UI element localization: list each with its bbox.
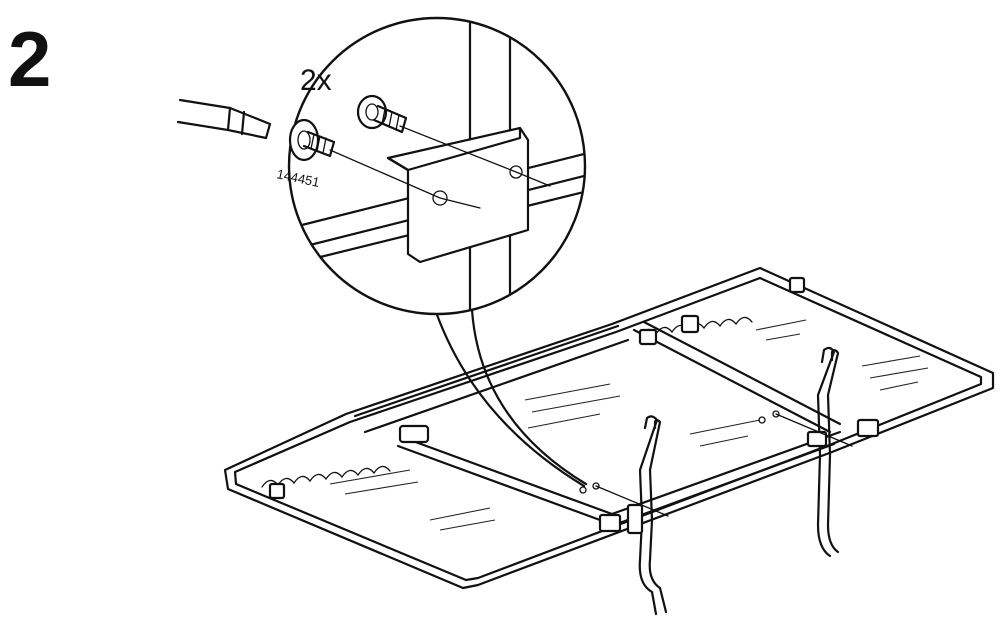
screw-icon	[356, 94, 408, 134]
screwdriver-icon	[176, 98, 272, 140]
glass-panels	[329, 319, 929, 531]
detail-callout	[287, 16, 587, 316]
callout-pointer-right	[470, 308, 588, 486]
callout-pointer-left	[434, 310, 586, 488]
step-number: 2	[8, 15, 52, 103]
screw-with-washer-icon	[288, 118, 336, 162]
quantity-label: 2x	[300, 64, 332, 97]
rack-frame	[223, 266, 995, 616]
